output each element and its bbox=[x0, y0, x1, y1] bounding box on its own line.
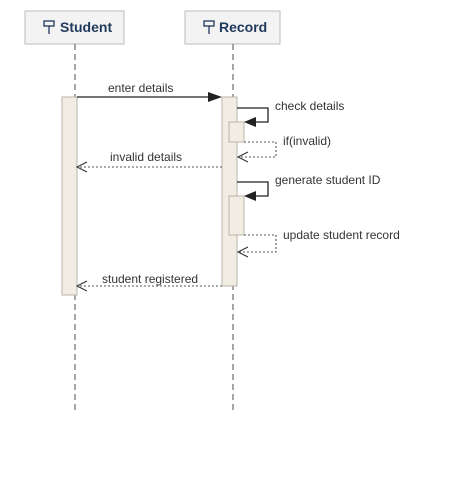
message-update-student-record-label: update student record bbox=[283, 228, 400, 242]
participant-student[interactable]: Student bbox=[24, 10, 125, 45]
activation-student[interactable] bbox=[61, 96, 78, 296]
message-check-details-label: check details bbox=[275, 99, 344, 113]
activation-record-check[interactable] bbox=[228, 121, 245, 143]
lifeline-icon bbox=[203, 20, 215, 34]
message-enter-details-label: enter details bbox=[108, 81, 173, 95]
message-generate-student-id[interactable]: generate student ID bbox=[237, 173, 381, 201]
message-invalid-details-label: invalid details bbox=[110, 150, 182, 164]
message-update-student-record[interactable]: update student record bbox=[236, 228, 400, 258]
message-generate-student-id-label: generate student ID bbox=[275, 173, 381, 187]
participant-record-label: Record bbox=[219, 19, 267, 35]
arrowhead-open-icon bbox=[236, 151, 249, 163]
message-if-invalid[interactable]: if(invalid) bbox=[236, 134, 331, 163]
participant-record[interactable]: Record bbox=[184, 10, 281, 45]
activation-record-generate[interactable] bbox=[228, 195, 245, 236]
message-student-registered[interactable]: student registered bbox=[75, 272, 222, 292]
arrowhead-filled-icon bbox=[208, 92, 222, 102]
arrowhead-filled-icon bbox=[244, 191, 256, 201]
message-invalid-details[interactable]: invalid details bbox=[75, 150, 222, 173]
participant-student-label: Student bbox=[60, 19, 112, 35]
arrowhead-open-icon bbox=[75, 280, 88, 292]
lifeline-icon bbox=[43, 20, 55, 34]
activation-record[interactable] bbox=[221, 96, 238, 287]
message-if-invalid-label: if(invalid) bbox=[283, 134, 331, 148]
message-enter-details[interactable]: enter details bbox=[77, 81, 222, 102]
arrowhead-open-icon bbox=[75, 161, 88, 173]
arrowhead-filled-icon bbox=[244, 117, 256, 127]
message-check-details[interactable]: check details bbox=[237, 99, 344, 127]
arrowhead-open-icon bbox=[236, 246, 249, 258]
message-student-registered-label: student registered bbox=[102, 272, 198, 286]
